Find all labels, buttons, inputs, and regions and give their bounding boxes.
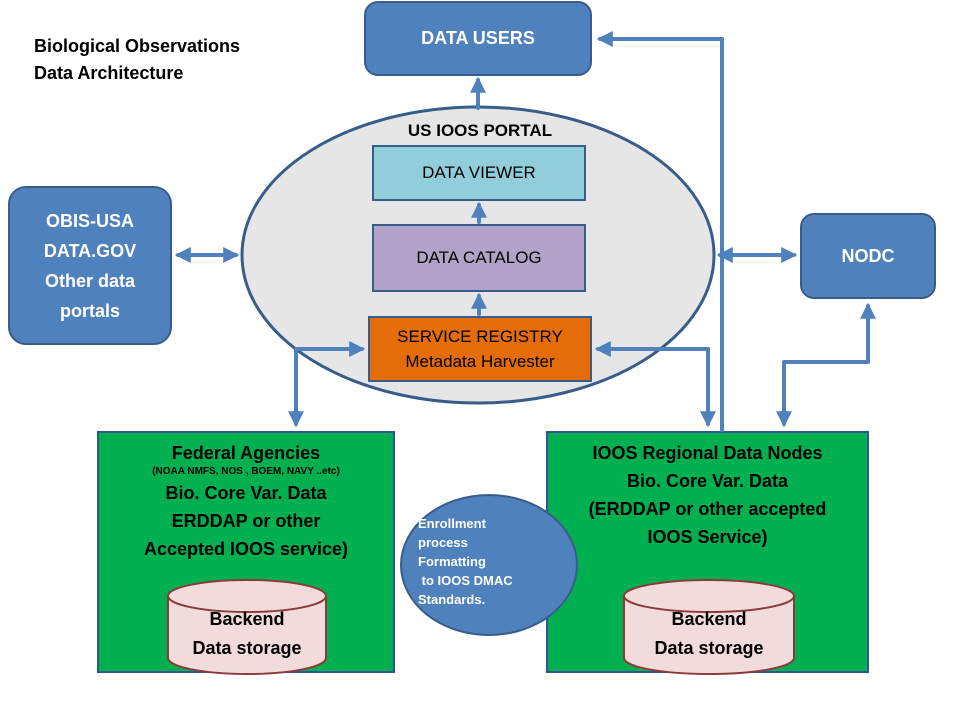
enrollment-line4: to IOOS DMAC <box>418 573 513 588</box>
federal-line1: Bio. Core Var. Data <box>165 483 327 503</box>
enrollment-line2: process <box>418 535 468 550</box>
enrollment-process-bubble: Enrollment process Formatting to IOOS DM… <box>400 494 578 636</box>
regional-backend-storage: Backend Data storage <box>622 578 796 676</box>
federal-backend-line1: Backend <box>209 609 285 629</box>
regional-line2: Bio. Core Var. Data <box>626 471 789 491</box>
cylinder-shape <box>167 579 327 675</box>
data-catalog-label: DATA CATALOG <box>416 248 542 267</box>
data-users-label: DATA USERS <box>421 28 535 48</box>
enrollment-line1: Enrollment <box>418 516 486 531</box>
federal-line3: Accepted IOOS service) <box>143 539 349 559</box>
obis-line1: OBIS-USA <box>45 210 134 231</box>
portal-title: US IOOS PORTAL <box>407 121 553 140</box>
regional-line3: (ERDDAP or other accepted <box>588 499 827 519</box>
data-users-box: DATA USERS <box>364 1 592 76</box>
federal-backend-storage: Backend Data storage <box>166 578 328 676</box>
service-registry-line2: Metadata Harvester <box>405 352 555 371</box>
obis-box: OBIS-USA DATA.GOV Other data portals <box>8 186 172 345</box>
data-viewer-box: DATA VIEWER <box>372 145 586 201</box>
federal-agencies-box: Federal Agencies (NOAA NMFS, NOS , BOEM,… <box>97 431 395 673</box>
title-line-1: Biological Observations <box>34 36 241 56</box>
data-catalog-box: DATA CATALOG <box>372 224 586 292</box>
diagram-title: Biological Observations Data Architectur… <box>34 33 240 87</box>
federal-backend-line2: Data storage <box>192 638 302 658</box>
regional-backend-line1: Backend <box>671 609 747 629</box>
title-line-2: Data Architecture <box>34 63 184 83</box>
federal-subtitle: (NOAA NMFS, NOS , BOEM, NAVY ..etc) <box>152 466 340 477</box>
service-registry-line1: SERVICE REGISTRY <box>397 327 563 346</box>
federal-line2: ERDDAP or other <box>171 511 321 531</box>
service-registry-box: SERVICE REGISTRY Metadata Harvester <box>368 316 592 382</box>
enrollment-line3: Formatting <box>418 554 486 569</box>
regional-line1: IOOS Regional Data Nodes <box>592 443 823 463</box>
regional-line4: IOOS Service) <box>647 527 768 547</box>
federal-title: Federal Agencies <box>171 443 321 463</box>
data-viewer-label: DATA VIEWER <box>422 163 536 182</box>
regional-backend-line2: Data storage <box>654 638 764 658</box>
obis-line2: DATA.GOV <box>43 240 137 261</box>
nodc-box: NODC <box>800 213 936 299</box>
obis-line3: Other data <box>44 270 136 291</box>
cylinder-shape <box>623 579 795 675</box>
obis-line4: portals <box>59 300 120 321</box>
enrollment-line5: Standards. <box>418 592 486 607</box>
nodc-label: NODC <box>841 245 895 266</box>
